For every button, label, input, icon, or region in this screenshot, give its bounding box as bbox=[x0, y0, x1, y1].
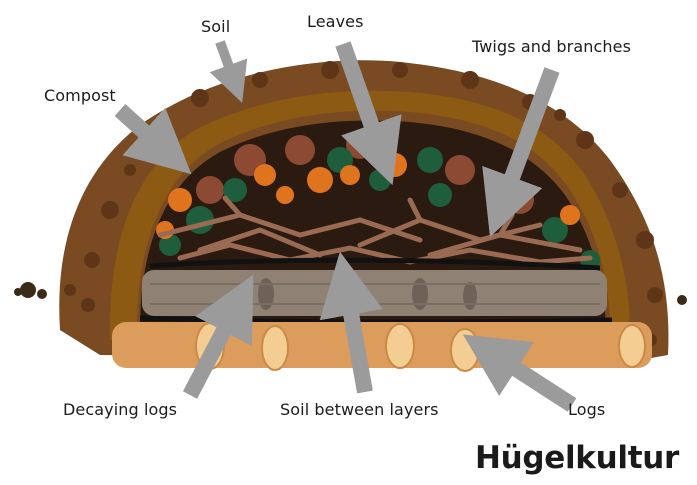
label-soil-between-layers: Soil between layers bbox=[280, 400, 439, 419]
diagram-title: Hügelkultur bbox=[475, 440, 679, 476]
label-logs: Logs bbox=[568, 400, 605, 419]
label-leaves: Leaves bbox=[307, 12, 364, 31]
decaying-logs-layer bbox=[142, 270, 607, 316]
label-decaying-logs: Decaying logs bbox=[63, 400, 177, 419]
label-soil: Soil bbox=[201, 17, 230, 36]
label-compost: Compost bbox=[44, 86, 116, 105]
label-twigs-and-branches: Twigs and branches bbox=[472, 37, 631, 56]
arrow-soil bbox=[220, 42, 236, 86]
logs-layer bbox=[112, 322, 652, 371]
